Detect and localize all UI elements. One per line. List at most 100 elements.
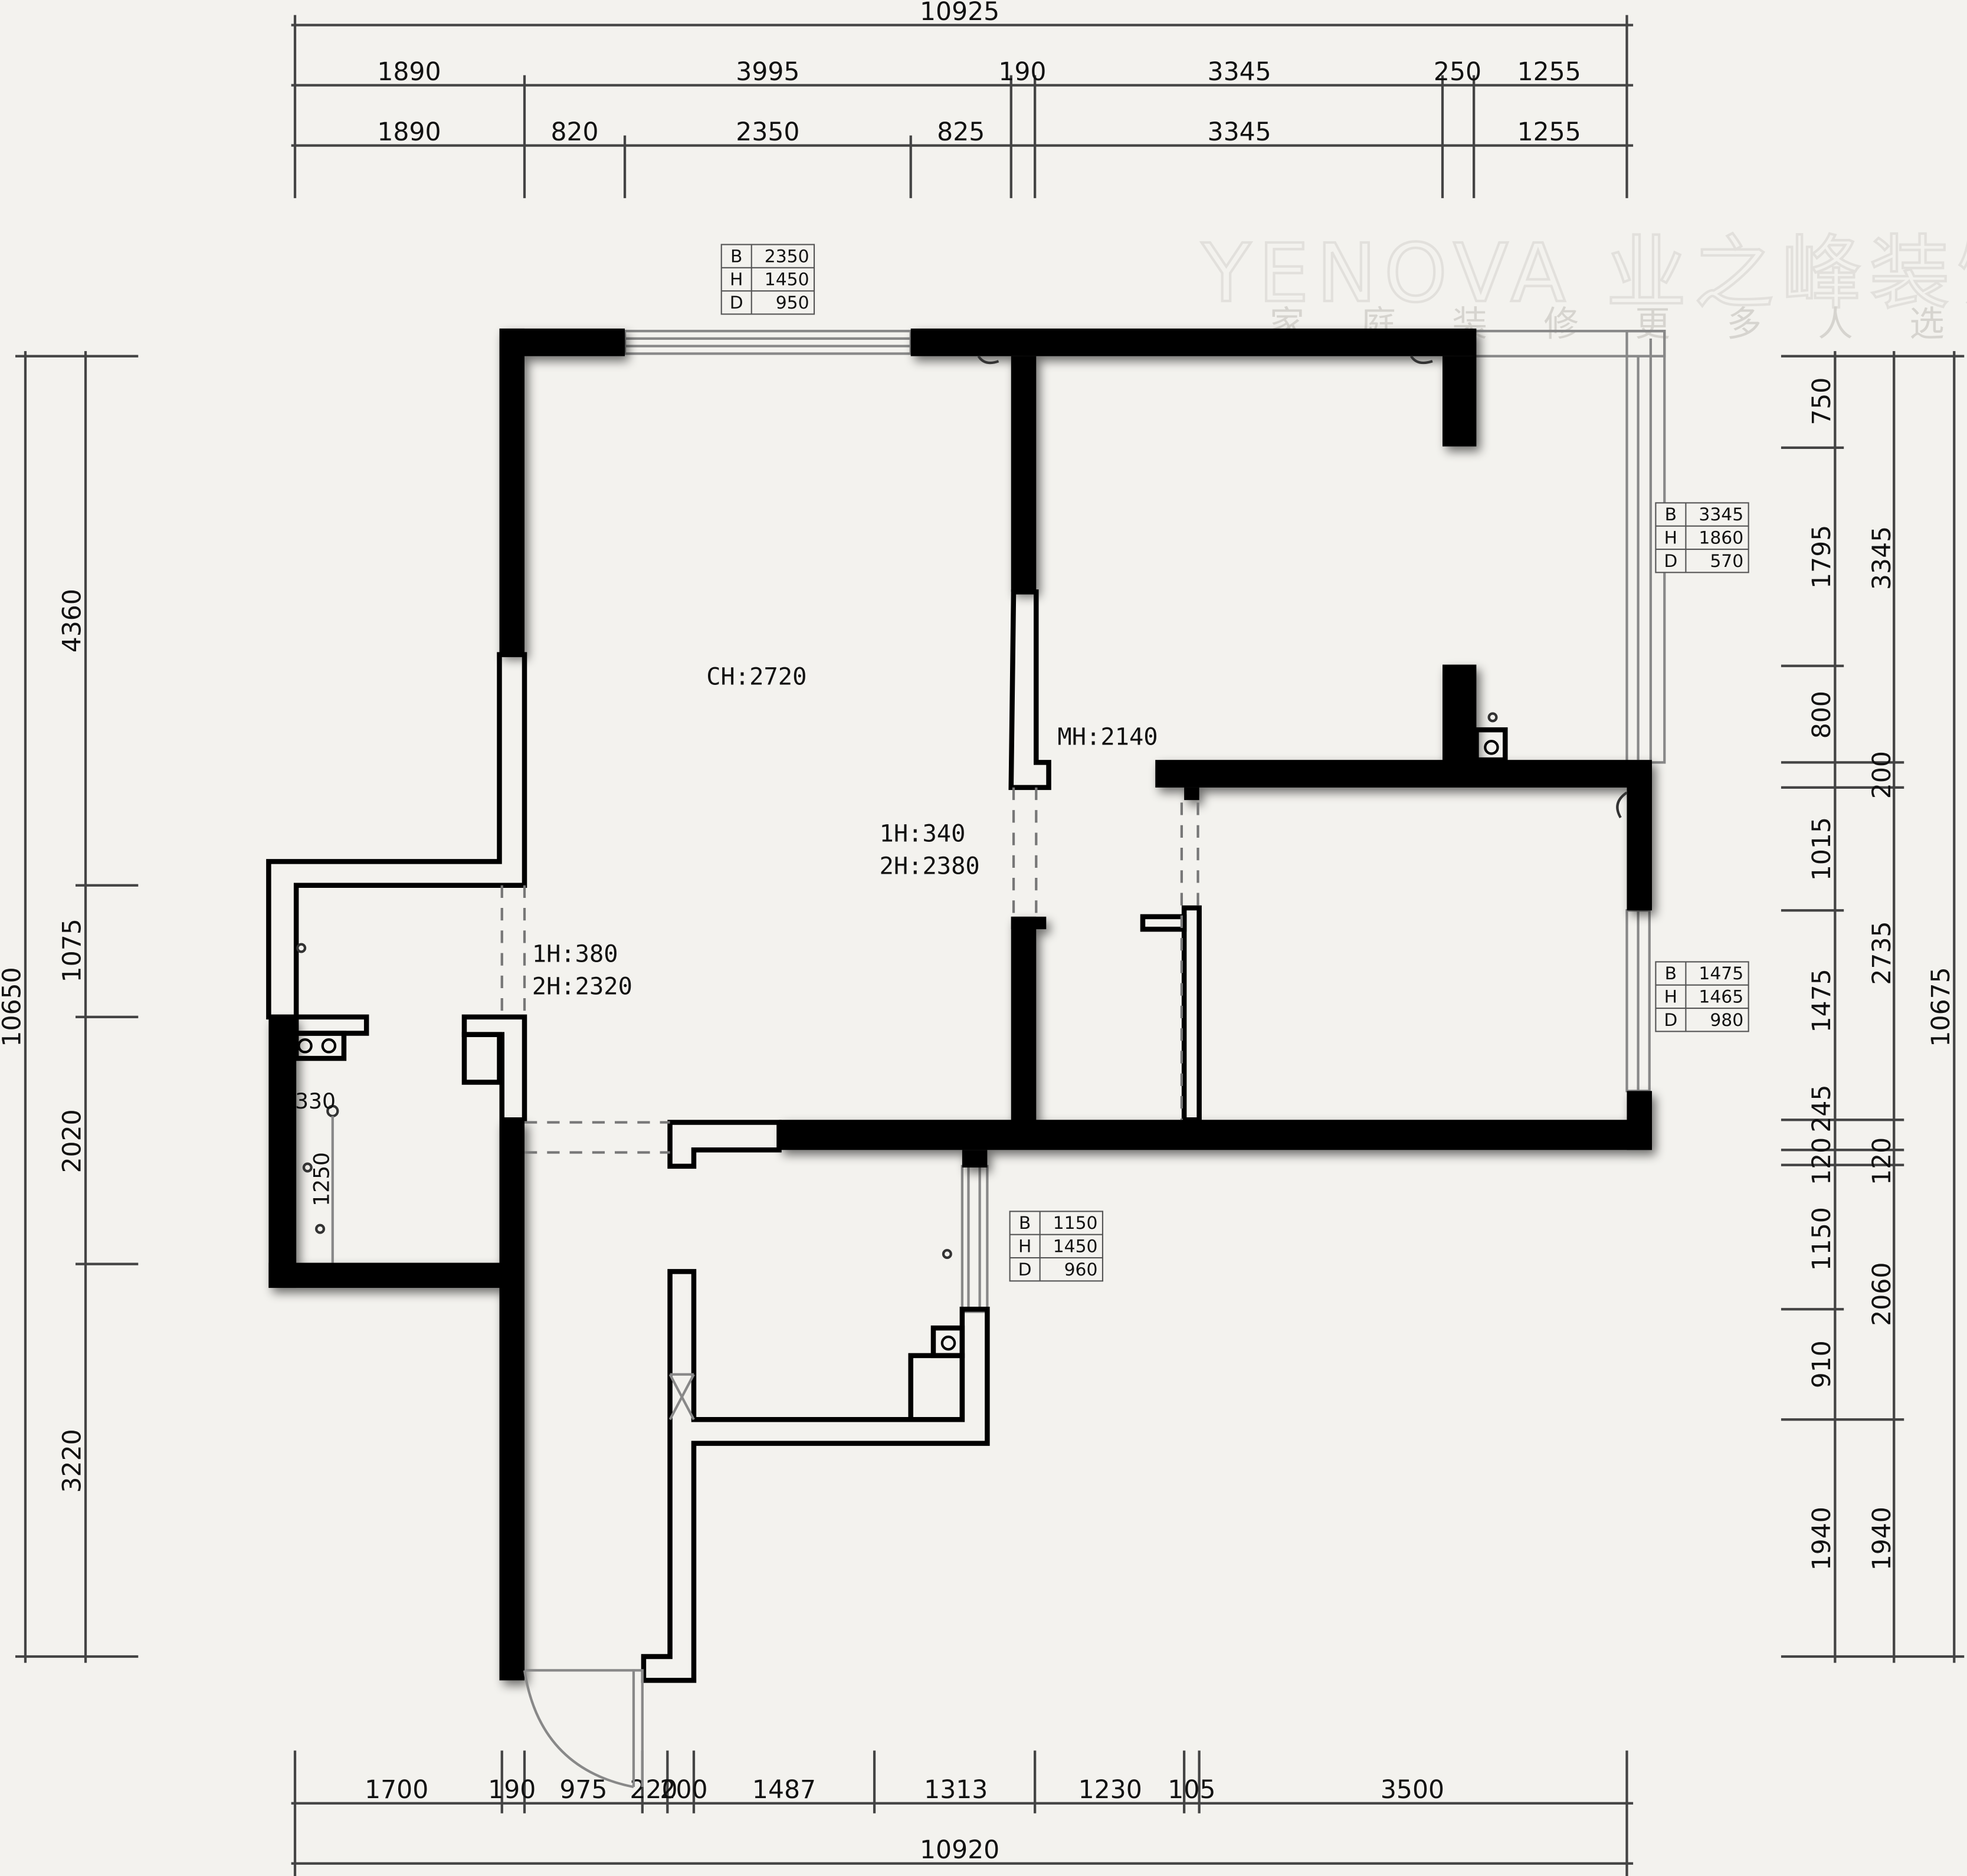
entrance-door: [523, 1669, 644, 1789]
dim-right-inner: 245: [1808, 1085, 1837, 1133]
dim-right-outer: 1940: [1868, 1507, 1897, 1570]
table-key: D: [730, 293, 743, 313]
dim-top-r1: 1255: [1517, 58, 1581, 87]
dim-bottom: 1700: [365, 1776, 428, 1805]
table-value: 1465: [1699, 986, 1743, 1007]
label-330: 330: [295, 1088, 336, 1114]
table-value: 1150: [1053, 1213, 1098, 1234]
dim-bottom: 1313: [924, 1776, 988, 1805]
table-key: H: [1664, 986, 1677, 1007]
table-value: 950: [776, 293, 809, 313]
dim-bottom: 1230: [1078, 1776, 1142, 1805]
dim-left: 4360: [58, 589, 87, 652]
table-value: 1860: [1699, 527, 1743, 548]
dim-top-r1: 3345: [1208, 58, 1271, 87]
table-value: 960: [1064, 1260, 1098, 1280]
watermark: YENOVA 业之峰装饰集团 家 庭 装 修 更 多 人 选 择 业 之 峰: [1200, 226, 1967, 345]
table-key: H: [1664, 527, 1677, 548]
dim-right-inner: 200: [1868, 751, 1897, 799]
dim-right-outer: 2735: [1868, 921, 1897, 985]
window-balcony: [960, 1165, 989, 1313]
dim-top-r1: 190: [998, 58, 1046, 87]
thin-walls: [266, 589, 1508, 1683]
beam-center-1: 1H:340: [880, 819, 966, 847]
dim-top-r2: 825: [937, 118, 985, 147]
table-key: D: [1018, 1260, 1032, 1280]
door-height: MH:2140: [1057, 723, 1158, 751]
dim-bottom: 200: [660, 1776, 707, 1805]
dim-bottom: 190: [488, 1776, 536, 1805]
dim-left: 1075: [58, 919, 87, 982]
dim-top-r2: 1255: [1517, 118, 1581, 147]
dim-right-outer: 120: [1868, 1137, 1897, 1185]
top-ticks: [293, 15, 1628, 198]
table-value: 3345: [1699, 504, 1743, 525]
table-key: B: [1665, 963, 1677, 984]
dim-right-outer: 3345: [1868, 526, 1897, 590]
dim-right-inner: 1015: [1808, 817, 1837, 881]
table-key: B: [730, 246, 742, 267]
dim-left: 3220: [58, 1429, 87, 1493]
dim-bottom: 975: [559, 1776, 607, 1805]
table-value: 1475: [1699, 963, 1743, 984]
dim-bottom: 220: [630, 1776, 677, 1805]
walls: [268, 328, 1652, 1681]
dim-right-total: 10675: [1927, 967, 1956, 1047]
dim-right-outer: 2060: [1868, 1262, 1897, 1326]
annotations: CH:2720 MH:2140 1H:340 2H:2380 1H:380 2H…: [295, 663, 1158, 1206]
table-value: 1450: [1053, 1236, 1098, 1257]
dim-right-inner: 800: [1808, 691, 1837, 739]
dim-top-r1: 1890: [377, 58, 441, 87]
dim-top-total: 10925: [920, 0, 999, 27]
dim-bottom: 3500: [1381, 1776, 1444, 1805]
dim-top-r2: 1890: [377, 118, 441, 147]
beam-left-1: 1H:380: [532, 940, 618, 967]
dim-right-inner: 1475: [1808, 969, 1837, 1032]
dim-left-total: 10650: [0, 967, 27, 1047]
table-key: H: [730, 270, 743, 290]
dim-right-inner: 120: [1808, 1137, 1837, 1185]
dim-bottom: 105: [1168, 1776, 1215, 1805]
window-top: [623, 330, 912, 355]
beam-left-2: 2H:2320: [532, 973, 632, 1001]
table-value: 980: [1710, 1010, 1743, 1031]
table-value: 2350: [765, 246, 809, 267]
table-key: H: [1018, 1236, 1031, 1257]
dim-bottom: 1487: [752, 1776, 816, 1805]
table-value: 570: [1710, 551, 1743, 572]
left-ticks: [15, 355, 139, 1658]
label-1250: 1250: [309, 1152, 334, 1206]
dimension-lines: [15, 15, 1965, 1876]
dim-top-r1: 250: [1434, 58, 1481, 87]
dim-right-inner: 910: [1808, 1340, 1837, 1388]
dim-right-inner: 1940: [1808, 1507, 1837, 1570]
dim-right-inner: 750: [1808, 378, 1837, 425]
right-ticks: [1781, 355, 1965, 1658]
ceiling-height: CH:2720: [706, 663, 807, 691]
openings: [500, 787, 1199, 1154]
dim-right-inner: 1150: [1808, 1207, 1837, 1271]
dim-top-r2: 820: [550, 118, 598, 147]
dim-right-inner: 1795: [1808, 525, 1837, 589]
fixtures: [296, 355, 1628, 1263]
watermark-brand: YENOVA 业之峰装饰集团: [1201, 227, 1967, 320]
table-key: B: [1019, 1213, 1031, 1234]
dim-top-r2: 2350: [736, 118, 799, 147]
beam-center-2: 2H:2380: [880, 852, 980, 880]
table-value: 1450: [765, 270, 809, 290]
table-key: D: [1664, 1010, 1677, 1031]
windows: [623, 330, 1666, 1313]
dim-left: 2020: [58, 1109, 87, 1173]
dim-top-r2: 3345: [1208, 118, 1271, 147]
table-key: D: [1664, 551, 1677, 572]
dim-top-r1: 3995: [736, 58, 799, 87]
dim-bottom-total: 10920: [920, 1836, 999, 1865]
table-key: B: [1665, 504, 1677, 525]
